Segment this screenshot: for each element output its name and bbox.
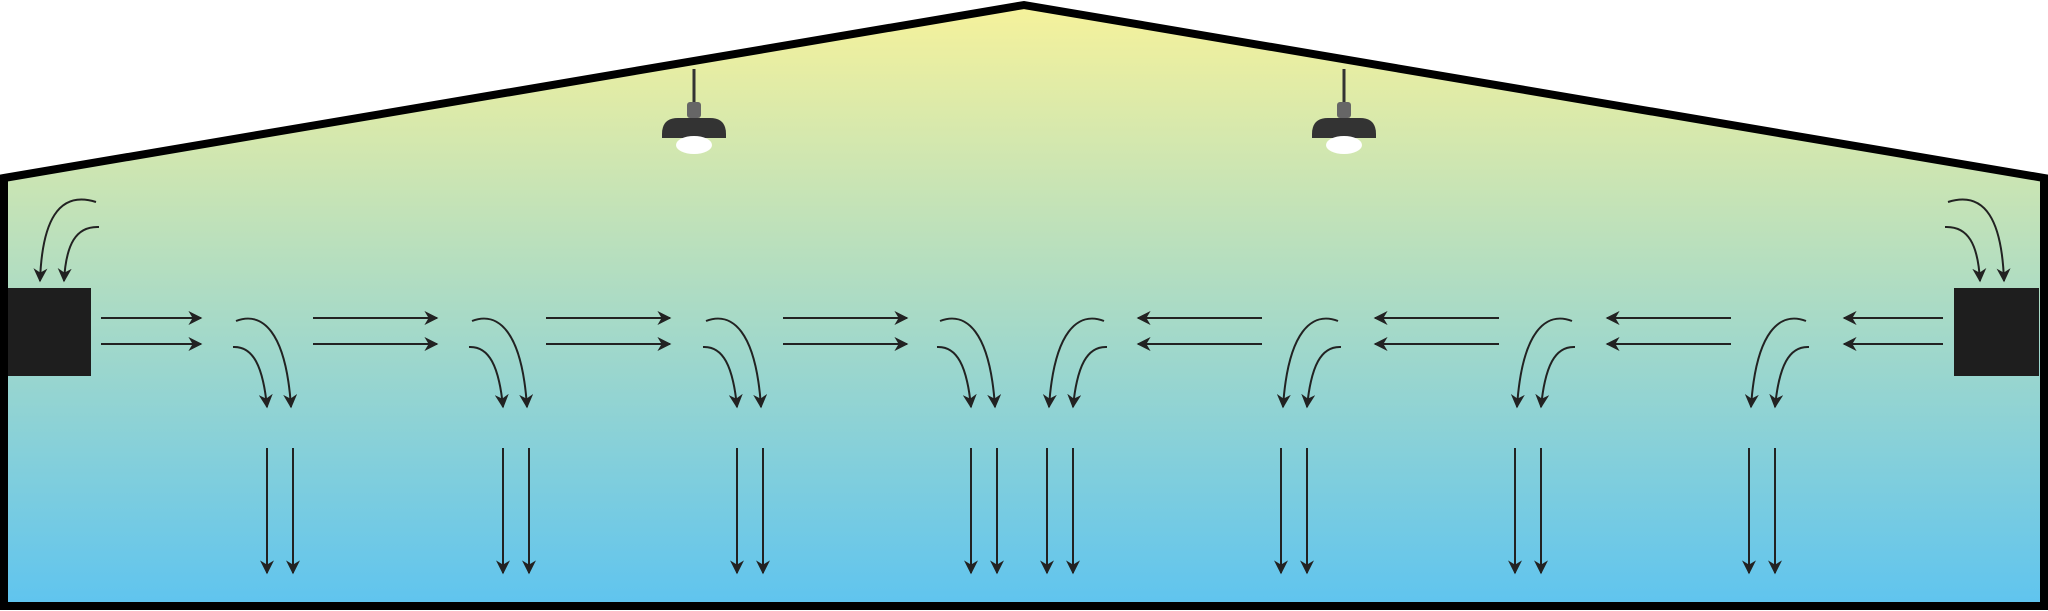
air-unit-left — [8, 288, 91, 376]
air-unit-right — [1954, 288, 2039, 376]
arrow-curve-down-inner-1 — [232, 345, 273, 409]
arrow-curve-down-inner-6 — [1301, 345, 1342, 409]
lamp-cap — [1337, 102, 1351, 118]
lamp-cap — [687, 102, 701, 118]
airflow-arrows — [33, 198, 2011, 575]
arrow-corner-right-outer — [1947, 198, 2011, 283]
lamp-shade-icon — [662, 118, 726, 138]
lamp-shade-icon — [1312, 118, 1376, 138]
arrow-corner-left-inner — [57, 225, 100, 283]
arrow-curve-down-outer-3 — [705, 317, 768, 409]
arrow-curve-down-inner-2 — [468, 345, 509, 409]
arrow-curve-down-outer-2 — [471, 317, 534, 409]
arrow-curve-down-outer-8 — [1744, 317, 1807, 409]
arrow-curve-down-inner-8 — [1769, 345, 1810, 409]
arrow-corner-left-outer — [33, 198, 97, 283]
light-bulb-icon — [1326, 136, 1362, 154]
arrow-curve-down-inner-4 — [936, 345, 977, 409]
arrow-curve-down-outer-4 — [939, 317, 1002, 409]
arrow-curve-down-outer-7 — [1510, 317, 1573, 409]
arrow-corner-right-inner — [1944, 225, 1987, 283]
arrow-curve-down-inner-5 — [1067, 345, 1108, 409]
arrow-curve-down-outer-1 — [235, 317, 298, 409]
lamp-left — [662, 69, 726, 154]
arrow-curve-down-outer-6 — [1276, 317, 1339, 409]
lamp-right — [1312, 69, 1376, 154]
arrow-curve-down-outer-5 — [1042, 317, 1105, 409]
arrow-curve-down-inner-3 — [702, 345, 743, 409]
light-bulb-icon — [676, 136, 712, 154]
arrow-curve-down-inner-7 — [1535, 345, 1576, 409]
